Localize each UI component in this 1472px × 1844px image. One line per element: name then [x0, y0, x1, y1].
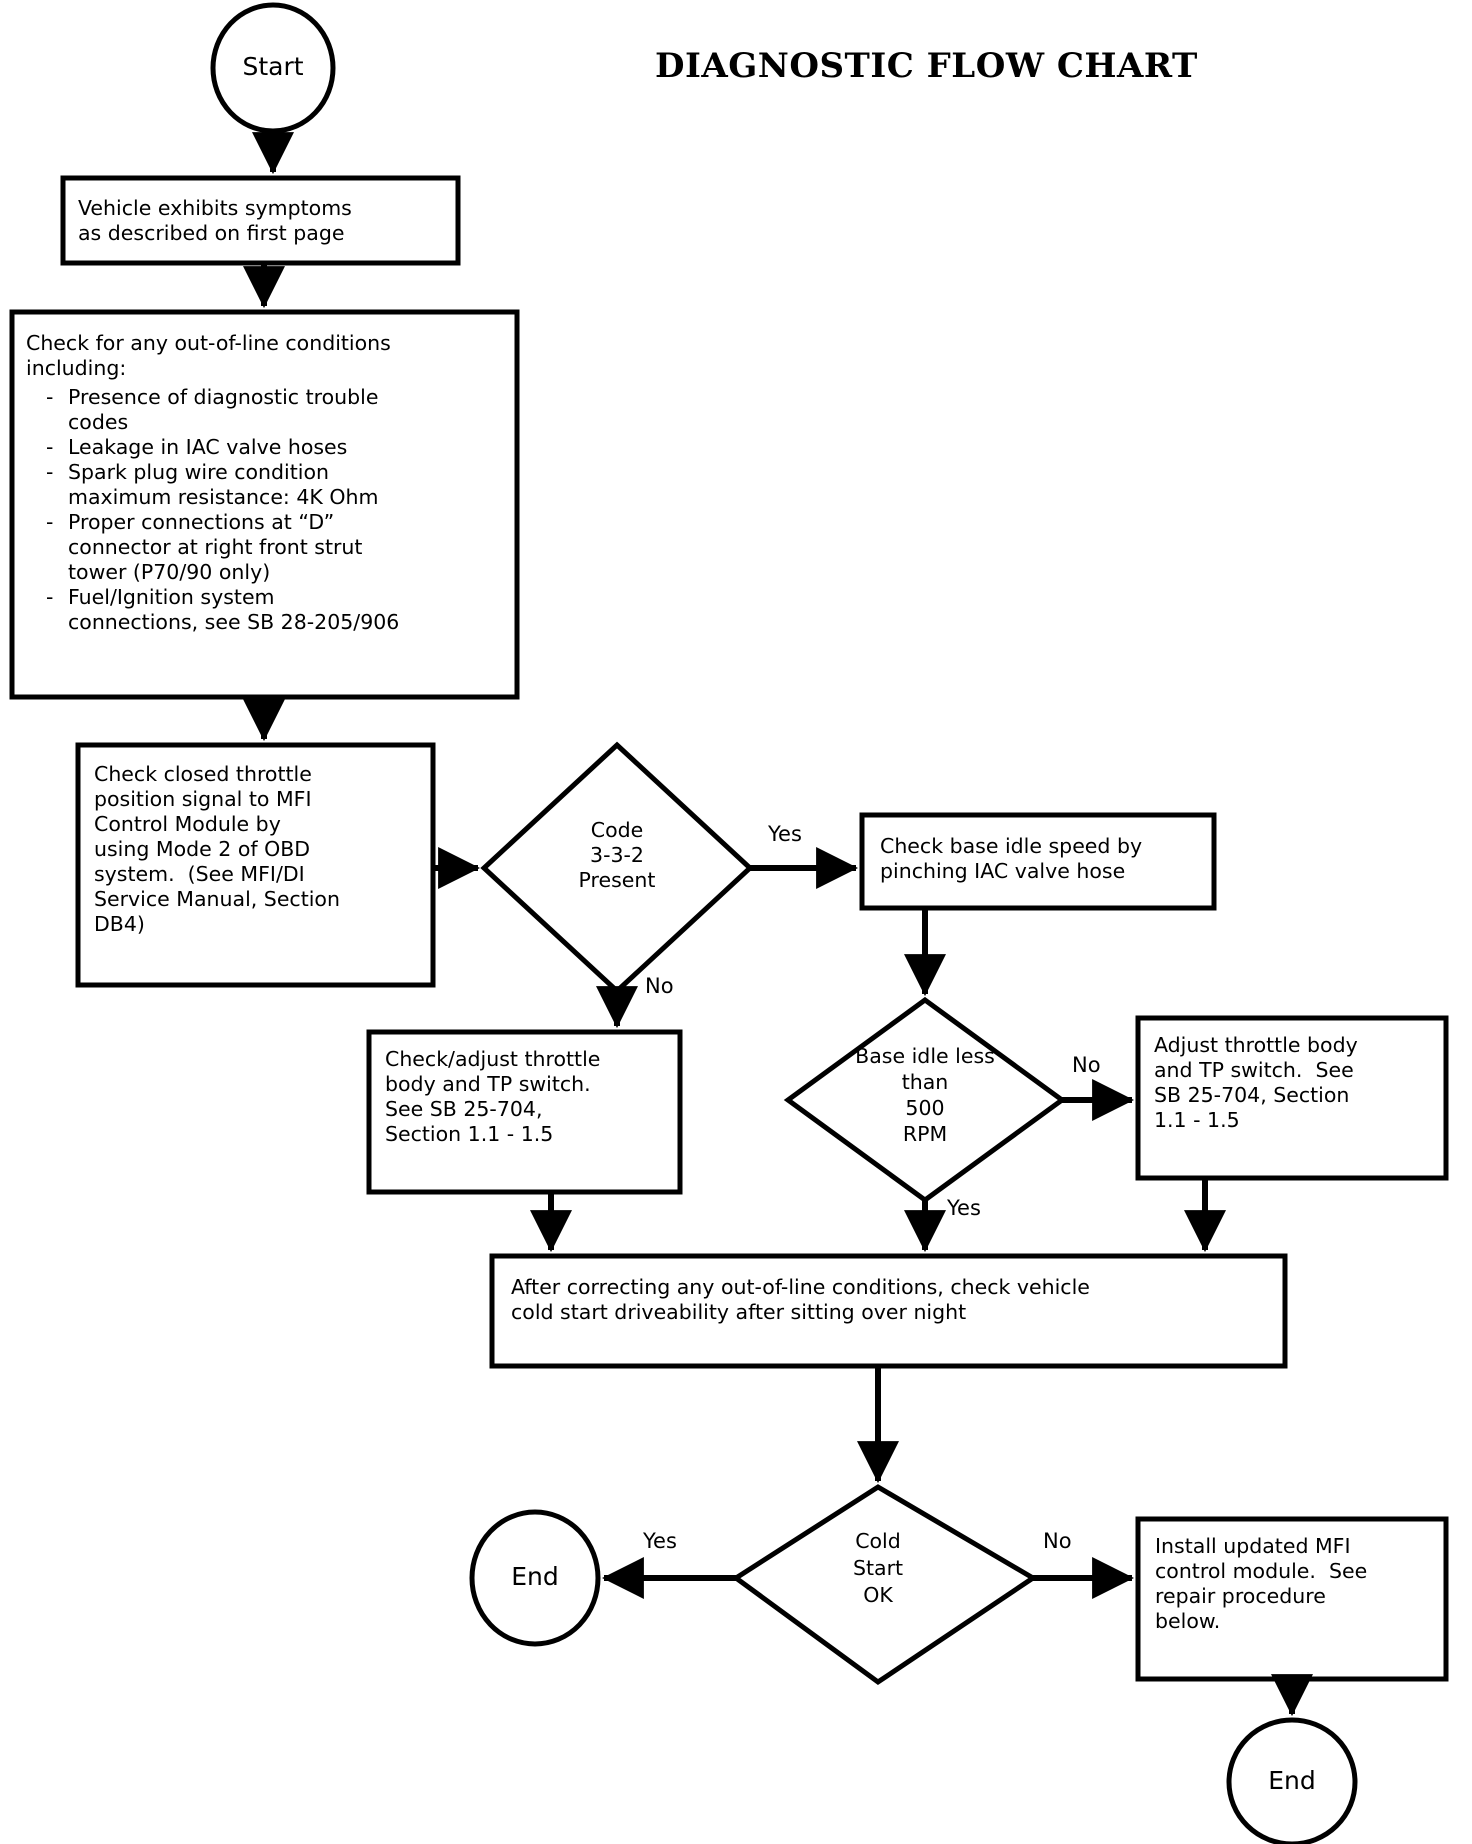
- bullet-marker: -: [46, 585, 54, 609]
- node-check-adjust-tb-shape: [366, 1029, 683, 1195]
- node-check-throttle-signal-label: Check closed throttle position signal to…: [94, 762, 340, 936]
- node-cold-start-ok-shape: [731, 1484, 1038, 1686]
- node-end-left-shape: [469, 1509, 601, 1647]
- node-after-correcting-shape: [489, 1253, 1288, 1369]
- bullet-marker: -: [46, 435, 54, 459]
- node-symptoms-label: Vehicle exhibits symptoms as described o…: [78, 196, 352, 245]
- node-check-adjust-tb-label: Check/adjust throttle body and TP switch…: [385, 1047, 601, 1146]
- node-end-bottom-shape: [1226, 1717, 1358, 1844]
- edge-label-code-no: No: [645, 974, 674, 998]
- node-end-bottom-label: End: [1268, 1766, 1316, 1795]
- bullet-text: Fuel/Ignition system connections, see SB…: [68, 585, 400, 634]
- node-end-left-label: End: [511, 1562, 559, 1591]
- bullet-marker: -: [46, 385, 54, 409]
- bullet-marker: -: [46, 460, 54, 484]
- bullet-item: -Presence of diagnostic trouble codes: [34, 385, 504, 435]
- bullet-marker: -: [46, 510, 54, 534]
- page-title: DIAGNOSTIC FLOW CHART: [655, 46, 1198, 86]
- node-check-base-idle-shape: [859, 812, 1217, 911]
- node-adjust-tb-shape: [1135, 1015, 1449, 1181]
- node-cold-start-ok-label: Cold Start OK: [852, 1529, 904, 1607]
- edge-label-base-idle-yes: Yes: [947, 1196, 981, 1220]
- node-code-332-label: Code 3-3-2 Present: [578, 818, 656, 892]
- node-adjust-tb-label: Adjust throttle body and TP switch. See …: [1154, 1033, 1358, 1132]
- node-install-mfi-shape: [1135, 1516, 1449, 1682]
- edge-label-base-idle-no: No: [1072, 1053, 1101, 1077]
- node-base-idle-less-label: Base idle less than 500 RPM: [855, 1044, 995, 1146]
- edge-label-code-yes: Yes: [768, 822, 802, 846]
- node-after-correcting-label: After correcting any out-of-line conditi…: [511, 1275, 1090, 1324]
- bullet-item: -Leakage in IAC valve hoses: [34, 435, 504, 460]
- node-start-label: Start: [242, 52, 304, 81]
- bullet-item: -Spark plug wire condition maximum resis…: [34, 460, 504, 510]
- edge-label-cold-start-no: No: [1043, 1529, 1072, 1553]
- node-symptoms-shape: [60, 175, 461, 266]
- node-check-base-idle-label: Check base idle speed by pinching IAC va…: [880, 834, 1143, 883]
- bullet-item: -Proper connections at “D” connector at …: [34, 510, 504, 585]
- node-install-mfi-label: Install updated MFI control module. See …: [1155, 1534, 1368, 1633]
- bullet-text: Leakage in IAC valve hoses: [68, 435, 348, 459]
- bullet-text: Proper connections at “D” connector at r…: [68, 510, 363, 584]
- node-out-of-line-bullets: -Presence of diagnostic trouble codes-Le…: [34, 385, 504, 635]
- bullet-item: -Fuel/Ignition system connections, see S…: [34, 585, 504, 635]
- node-out-of-line-heading: Check for any out-of-line conditions inc…: [26, 331, 391, 380]
- bullet-text: Presence of diagnostic trouble codes: [68, 385, 379, 434]
- bullet-text: Spark plug wire condition maximum resist…: [68, 460, 379, 509]
- edge-label-cold-start-yes: Yes: [643, 1529, 677, 1553]
- node-out-of-line-shape: [9, 309, 520, 700]
